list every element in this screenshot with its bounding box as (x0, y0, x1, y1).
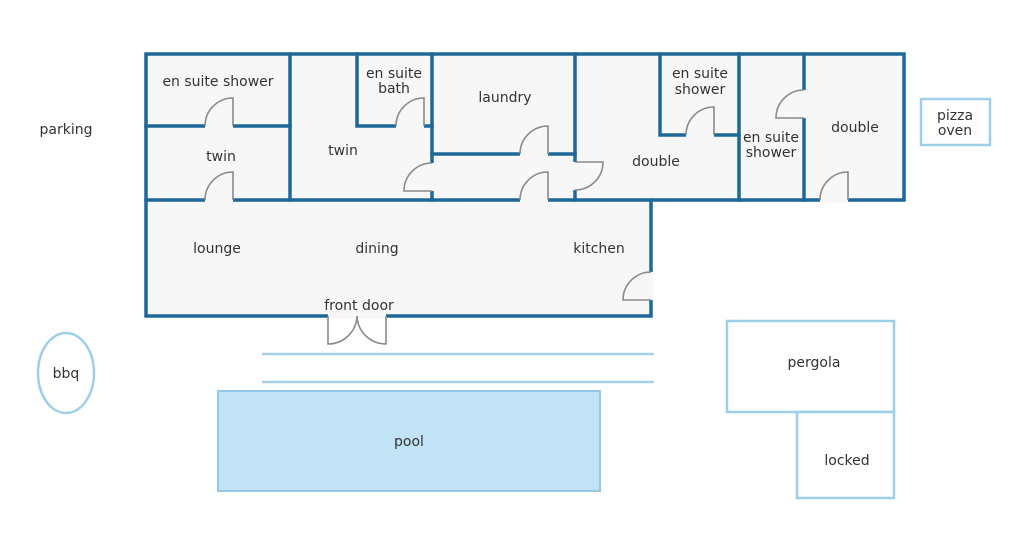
door-twin-1 (204, 171, 234, 201)
label-pizza-oven-2: oven (938, 123, 972, 139)
door-kitchen (622, 271, 652, 301)
label-kitchen: kitchen (573, 241, 625, 257)
pergola (725, 319, 896, 414)
door-hallway (519, 171, 549, 201)
label-en-suite-shower-1: en suite shower (162, 74, 273, 90)
door-en-suite-shower-2 (685, 106, 715, 136)
label-en-suite-shower-3a: en suite (743, 130, 799, 146)
label-front-door: front door (324, 298, 394, 314)
label-en-suite-shower-3b: shower (746, 145, 797, 161)
doors (204, 89, 849, 345)
house-floor (146, 54, 904, 316)
label-en-suite-bath-2: bath (378, 81, 410, 97)
label-lounge: lounge (193, 241, 241, 257)
label-en-suite-shower-2a: en suite (672, 66, 728, 82)
label-en-suite-shower-2b: shower (675, 82, 726, 98)
door-laundry (519, 125, 549, 155)
labels: en suite shower twin twin en suite bath … (40, 66, 974, 469)
pizza-oven (919, 97, 992, 147)
door-en-suite-bath (395, 97, 425, 127)
door-double-2 (819, 171, 849, 201)
label-double-1: double (632, 154, 680, 170)
pool (217, 390, 601, 492)
bbq (36, 331, 96, 415)
front-door-right-leaf (356, 315, 387, 345)
label-laundry: laundry (478, 90, 531, 106)
outdoor (36, 97, 992, 500)
label-parking: parking (40, 122, 93, 138)
label-twin-2: twin (328, 143, 358, 159)
label-twin-1: twin (206, 149, 236, 165)
door-twin-2 (403, 162, 433, 192)
label-pizza-oven-1: pizza (937, 108, 973, 124)
label-bbq: bbq (53, 366, 80, 382)
door-en-suite-shower-3 (775, 89, 805, 119)
door-en-suite-shower-1 (204, 97, 234, 127)
label-double-2: double (831, 120, 879, 136)
front-door-left-leaf (327, 315, 358, 345)
label-pergola: pergola (788, 355, 841, 371)
label-locked: locked (824, 453, 869, 469)
label-dining: dining (355, 241, 398, 257)
label-en-suite-bath-1: en suite (366, 66, 422, 82)
locked-room (795, 410, 896, 500)
label-pool: pool (394, 434, 424, 450)
door-double-1 (574, 161, 604, 191)
